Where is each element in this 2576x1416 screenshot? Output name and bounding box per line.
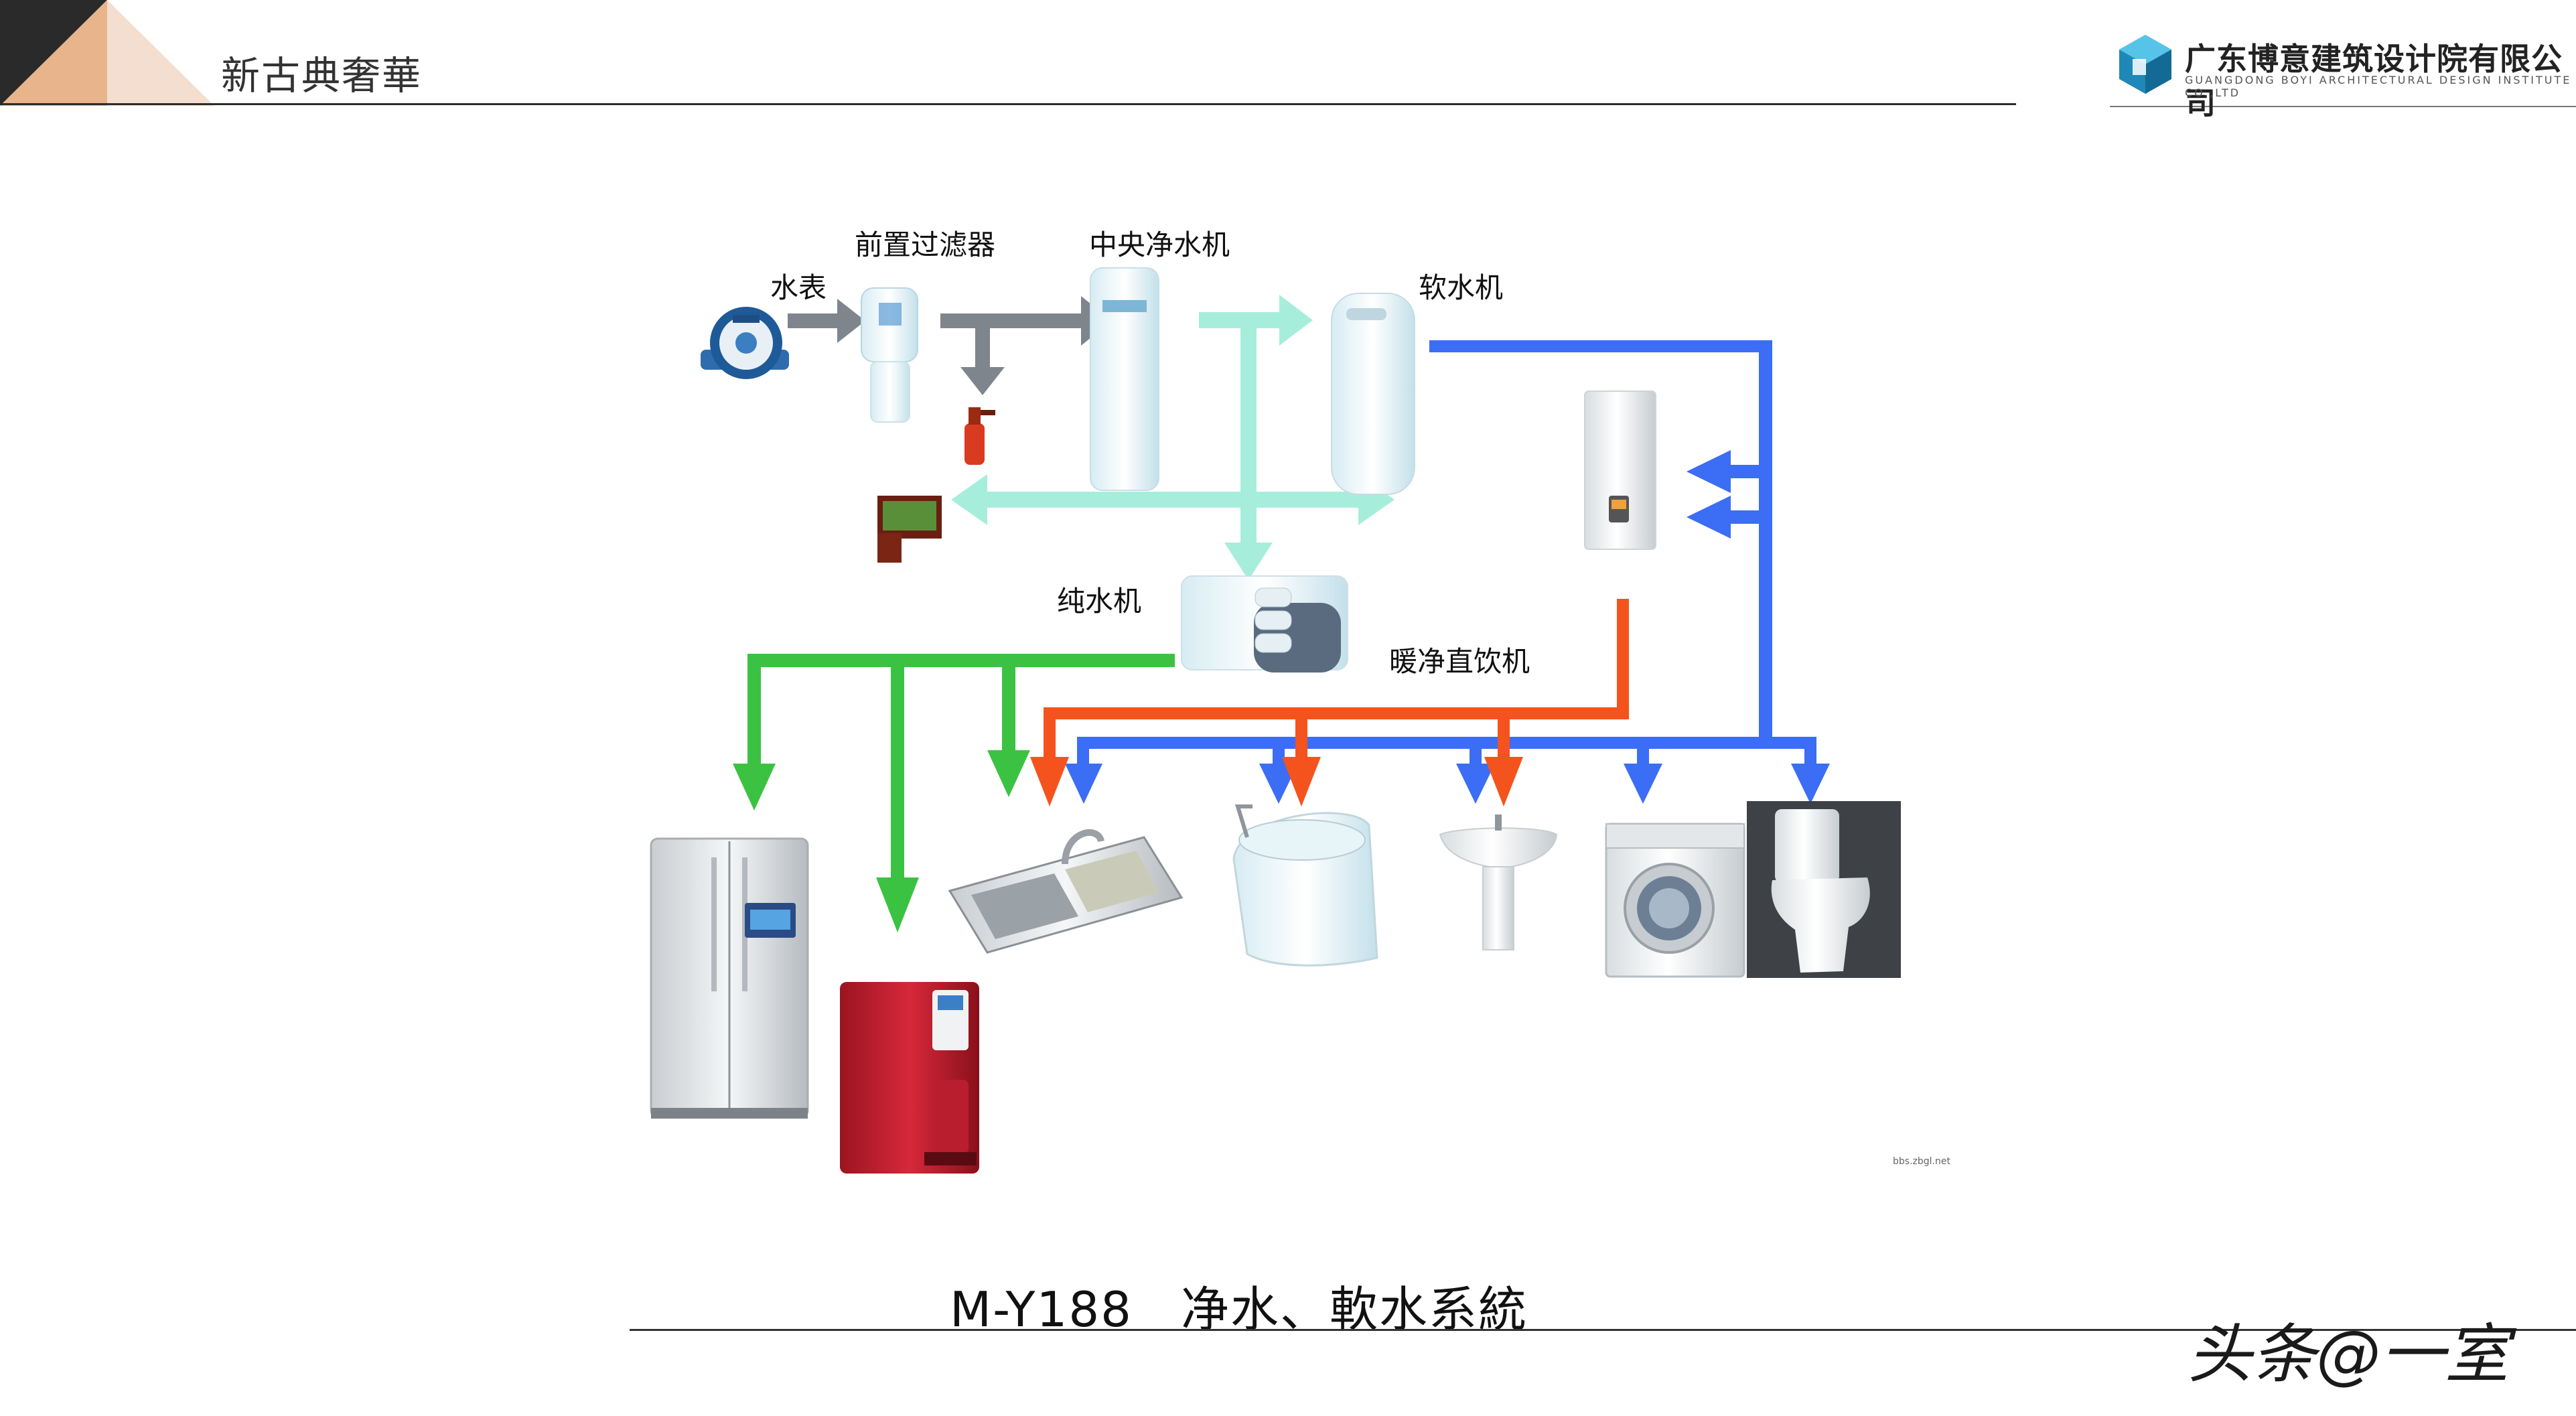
- washbasin-icon: [1439, 815, 1558, 950]
- caption-title: 净水、軟水系統: [1180, 1281, 1528, 1338]
- brand-title: 新古典奢華: [221, 53, 423, 98]
- central-purifier-icon: [1090, 267, 1159, 491]
- company-name-en: GUANGDONG BOYI ARCHITECTURAL DESIGN INST…: [2185, 74, 2572, 99]
- kitchen-sink-icon: [948, 829, 1184, 954]
- label-warm-dispenser: 暖净直饮机: [1389, 645, 1530, 678]
- corner-decoration: [0, 0, 214, 106]
- footer-divider: [630, 1329, 2576, 1331]
- slide-caption: M-Y188 净水、軟水系統: [950, 1270, 1528, 1340]
- refrigerator-icon: [650, 837, 809, 1119]
- bathtub-icon: [1232, 804, 1378, 967]
- water-meter-icon: [701, 307, 789, 379]
- label-ro-machine: 纯水机: [1057, 585, 1141, 618]
- water-heater-icon: [1584, 391, 1656, 550]
- label-pre-filter: 前置过滤器: [855, 228, 995, 261]
- purified-water-flow: [951, 295, 1394, 580]
- soft-water-flow: [1065, 340, 1830, 804]
- water-softener-icon: [1331, 293, 1415, 495]
- source-note: bbs.zbgl.net: [1893, 1156, 1950, 1167]
- spray-bottle-icon: [964, 407, 995, 465]
- ro-machine-icon: [1181, 575, 1348, 672]
- toilet-icon: [1747, 801, 1901, 978]
- header-divider-right: [2110, 106, 2576, 107]
- label-central-purifier: 中央净水机: [1089, 228, 1230, 261]
- caption-code: M-Y188: [950, 1281, 1133, 1338]
- company-logo-icon: [2119, 35, 2171, 94]
- credit-watermark: 头条@一室: [2188, 1317, 2509, 1392]
- pre-filter-icon: [861, 287, 918, 423]
- company-name: 广东博意建筑设计院有限公司: [2185, 41, 2563, 121]
- pure-water-flow: [733, 654, 1175, 932]
- hot-water-flow: [1030, 599, 1629, 806]
- raw-water-flow: [788, 296, 1112, 395]
- label-softener: 软水机: [1419, 271, 1503, 304]
- header-divider: [0, 103, 2016, 105]
- water-dispenser-icon: [840, 982, 979, 1174]
- label-water-meter: 水表: [770, 271, 827, 304]
- washing-machine-icon: [1605, 823, 1745, 978]
- aquarium-icon: [877, 496, 942, 563]
